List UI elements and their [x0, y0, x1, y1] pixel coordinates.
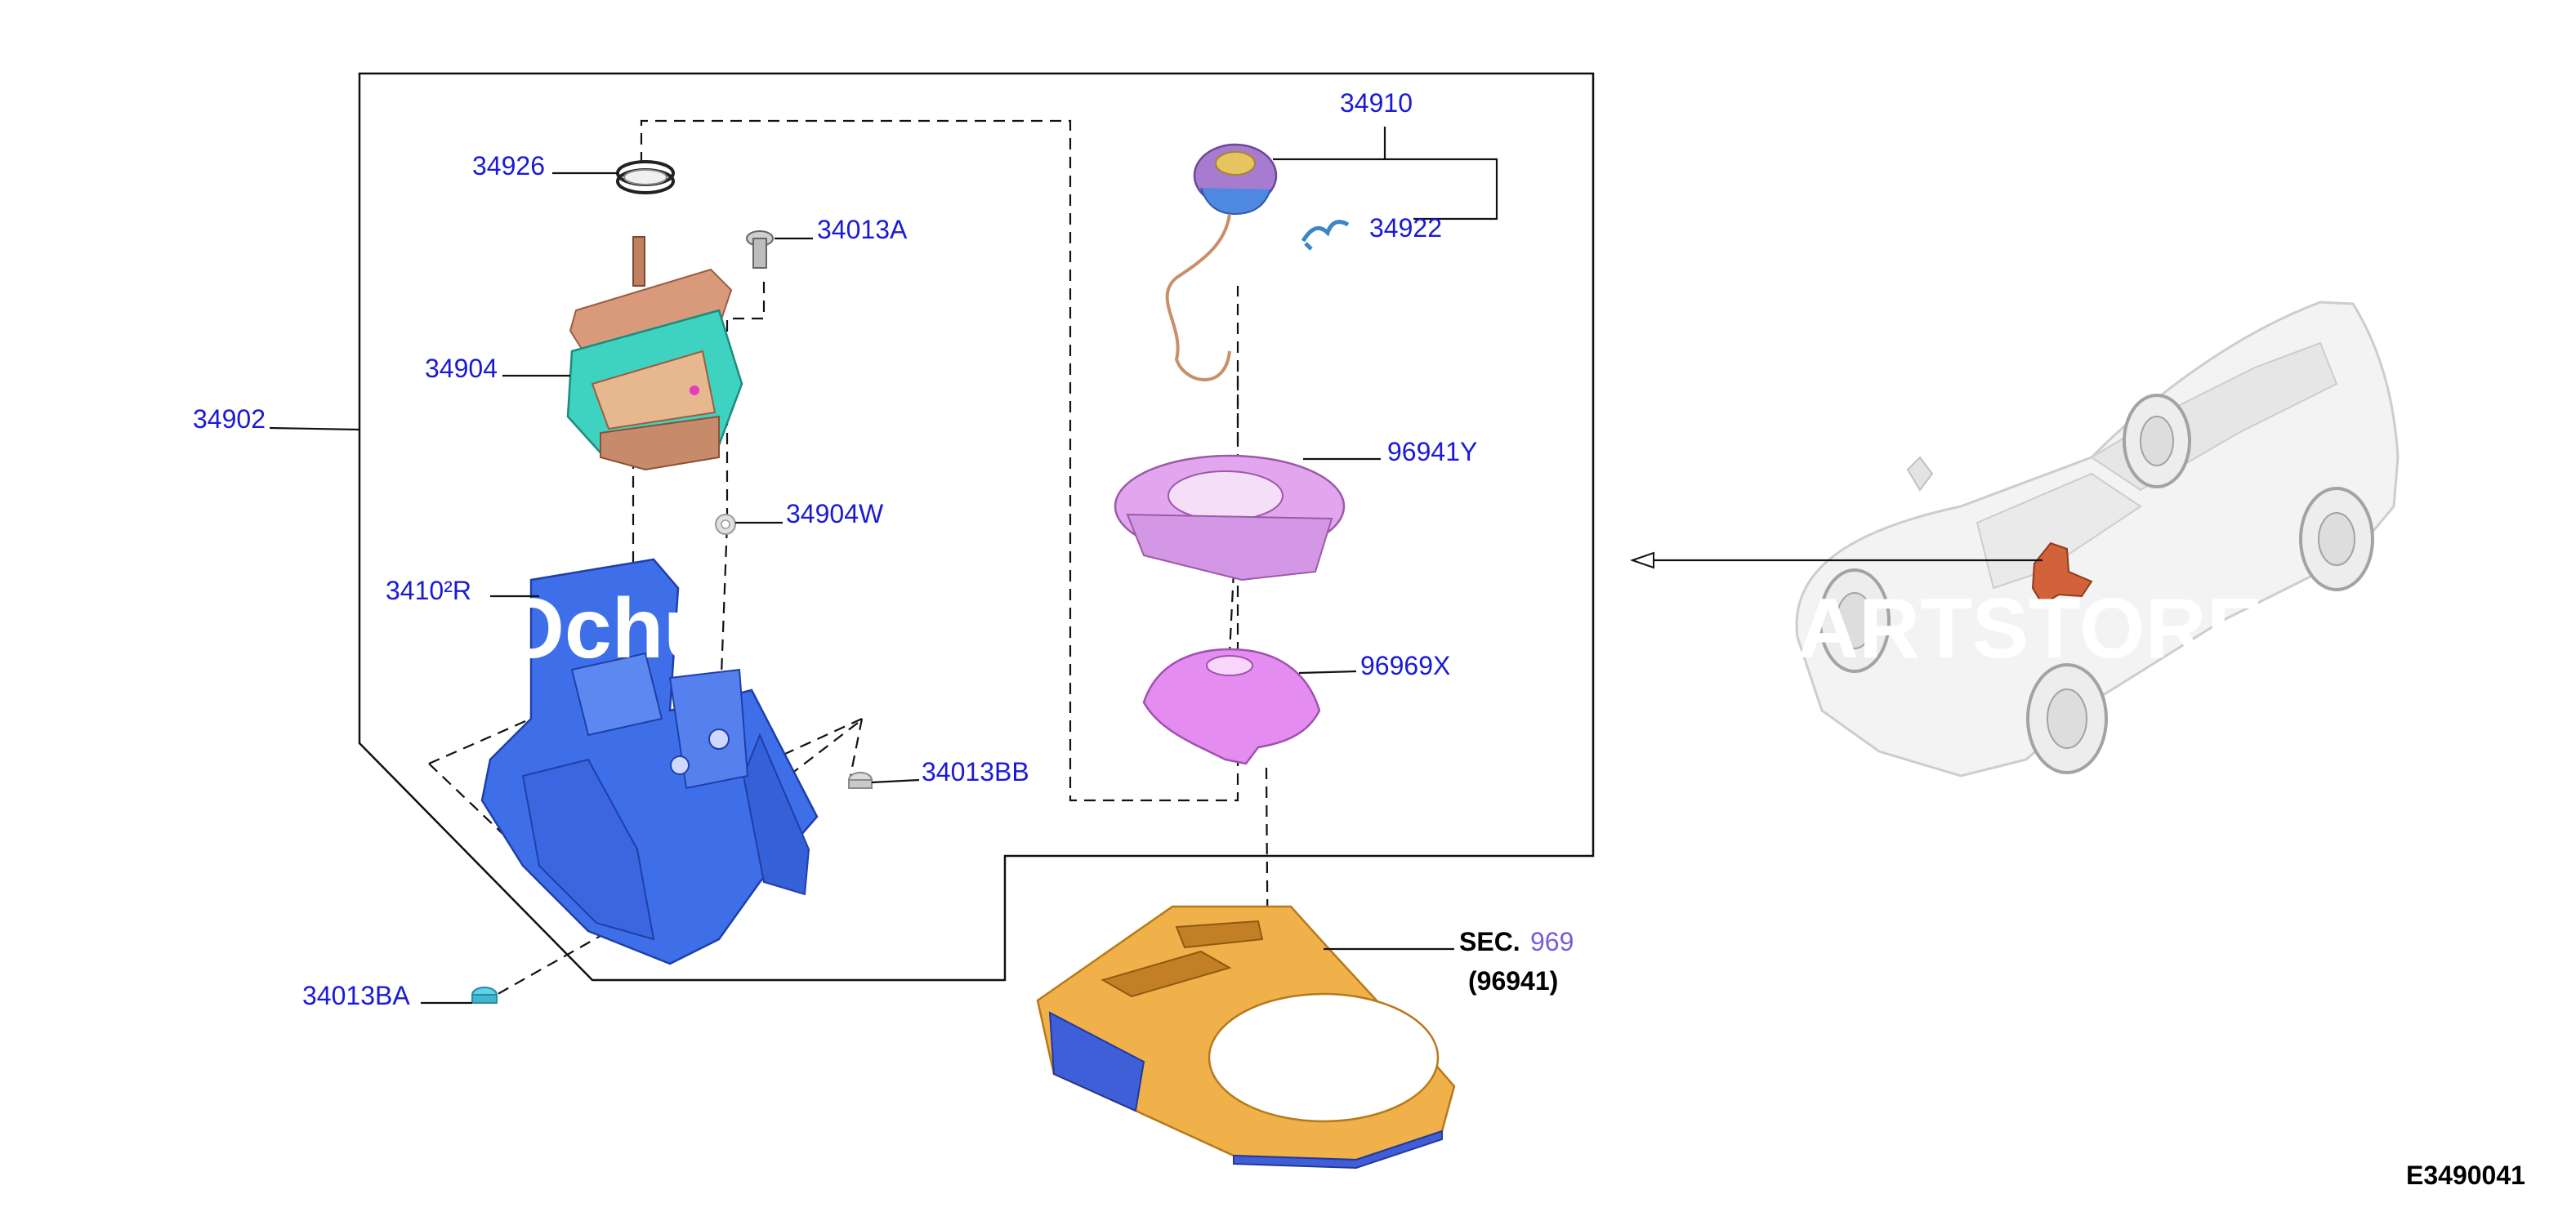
watermark-left: Ochu [498, 581, 716, 676]
callout-34922[interactable]: 34922 [1369, 213, 1442, 243]
section-prefix: SEC. [1459, 927, 1520, 956]
drawing-code: E3490041 [2406, 1161, 2525, 1190]
callout-34926[interactable]: 34926 [472, 151, 545, 180]
part-clip-34922[interactable] [1301, 220, 1350, 251]
part-shift-knob-34910[interactable] [1165, 143, 1278, 381]
part-boot-96969X[interactable] [1142, 648, 1321, 765]
part-base-bracket-34103R[interactable] [480, 558, 819, 965]
callout-labels: 34926 34013A 34904 34902 34904W 3410²R 3… [193, 88, 1477, 1010]
section-subref: (96941) [1468, 966, 1558, 996]
part-nut-34013BA[interactable] [471, 987, 498, 1004]
part-console-finisher-sec969[interactable] [1036, 905, 1456, 1170]
callout-34013BB[interactable]: 34013BB [922, 757, 1029, 786]
locator-highlight-shifter [2031, 541, 2093, 606]
vehicle-locator-illustration [1795, 301, 2400, 778]
callout-96941Y[interactable]: 96941Y [1387, 437, 1477, 466]
callout-34910[interactable]: 34910 [1340, 88, 1413, 118]
locator-arrow [1629, 551, 2042, 569]
watermark-right: ARTSTORE [1797, 581, 2263, 676]
part-shift-mechanism-34904[interactable] [566, 236, 743, 471]
callout-34904[interactable]: 34904 [425, 354, 498, 383]
callout-34013BA[interactable]: 34013BA [302, 981, 410, 1010]
callout-34103R[interactable]: 3410²R [386, 576, 471, 605]
section-number[interactable]: 969 [1530, 927, 1574, 956]
part-washer-34904W[interactable] [715, 514, 736, 535]
section-reference[interactable]: SEC. 969 (96941) [1459, 927, 1574, 996]
leader-lines [269, 127, 1498, 1005]
callout-34902[interactable]: 34902 [193, 404, 266, 434]
assembly-frame [358, 72, 1595, 982]
watermark: Ochu ARTSTORE [498, 581, 2263, 676]
callout-96969X[interactable]: 96969X [1360, 651, 1450, 680]
callout-34013A[interactable]: 34013A [817, 215, 908, 244]
part-bolt-34013A[interactable] [746, 230, 774, 269]
part-ring-34926[interactable] [616, 160, 675, 194]
part-nut-34013BB[interactable] [848, 772, 873, 789]
part-boot-retainer-96941Y[interactable] [1114, 454, 1346, 581]
callout-34904W[interactable]: 34904W [786, 499, 884, 528]
